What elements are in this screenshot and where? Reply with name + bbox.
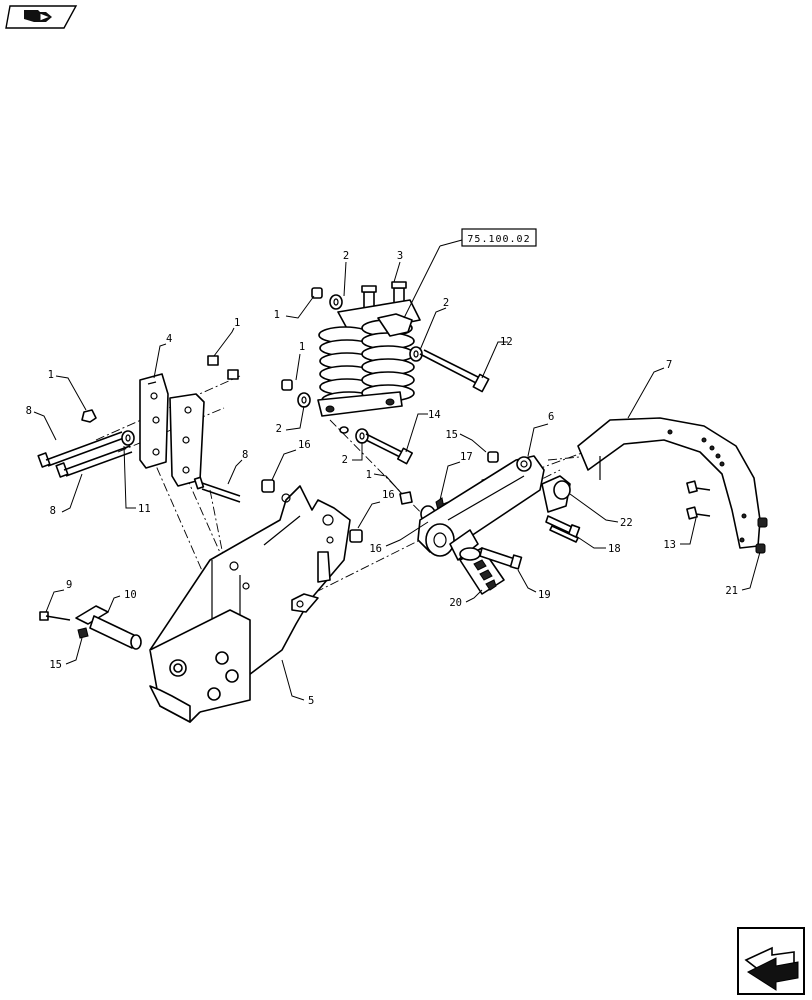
- pin-and-bolts: [459, 515, 581, 595]
- callout-16-left-bushing[interactable]: 16: [298, 439, 311, 451]
- callout-20-pin[interactable]: 20: [449, 597, 462, 609]
- callout-1-spring-nut[interactable]: 1: [274, 309, 280, 321]
- callout-10-pin[interactable]: 10: [124, 589, 137, 601]
- callout-22-bushing[interactable]: 22: [620, 517, 633, 529]
- forward-page-arrow-icon[interactable]: [5, 5, 78, 29]
- callout-21-nut[interactable]: 21: [725, 585, 738, 597]
- mounting-plates: [139, 373, 205, 487]
- callout-11-washer[interactable]: 11: [138, 503, 151, 515]
- callout-16-arm-bushing[interactable]: 16: [369, 543, 382, 555]
- callout-1-plate-nut[interactable]: 1: [234, 317, 240, 329]
- callout-5-main-bracket[interactable]: 5: [308, 695, 314, 707]
- callout-6-lever-arm[interactable]: 6: [548, 411, 554, 423]
- callout-14-bolt[interactable]: 14: [428, 409, 441, 421]
- callout-15-arm-nut[interactable]: 15: [445, 429, 458, 441]
- curved-arm: [577, 417, 768, 554]
- lever-arm: [417, 455, 571, 561]
- callout-2-upper-washer[interactable]: 2: [343, 250, 349, 262]
- callout-17-grease-fitting[interactable]: 17: [460, 451, 473, 463]
- callout-8-upper-bolt[interactable]: 8: [26, 405, 32, 417]
- callout-2-right-washer[interactable]: 2: [443, 297, 449, 309]
- callout-numbers: 1 2 3 2 12 1 2 14 2 1 4 1 8 8 11 8 16 16…: [26, 250, 738, 707]
- callout-12-long-bolt[interactable]: 12: [500, 336, 513, 348]
- next-page-arrow-icon[interactable]: [737, 927, 805, 995]
- left-fasteners: [37, 355, 241, 503]
- callout-2-bottom-washer[interactable]: 2: [342, 454, 348, 466]
- callout-16-right-bushing[interactable]: 16: [382, 489, 395, 501]
- callout-8-lower-bolt[interactable]: 8: [50, 505, 56, 517]
- callout-1-arm-nut[interactable]: 1: [366, 469, 372, 481]
- spring-fasteners: [281, 287, 490, 465]
- callout-leaders: [33, 261, 761, 701]
- callout-15-pin-nut[interactable]: 15: [49, 659, 62, 671]
- callout-3-spring[interactable]: 3: [397, 250, 403, 262]
- reference-label: 75.100.02: [467, 234, 530, 245]
- pin-assembly: [39, 605, 142, 650]
- callout-19-bolt[interactable]: 19: [538, 589, 551, 601]
- callout-4-plates[interactable]: 4: [166, 333, 172, 345]
- main-bracket: [149, 485, 351, 723]
- callout-7-curved-arm[interactable]: 7: [666, 359, 672, 371]
- callout-2-lower-washer[interactable]: 2: [276, 423, 282, 435]
- callout-1-left-nut[interactable]: 1: [48, 369, 54, 381]
- callout-1-lower-nut[interactable]: 1: [299, 341, 305, 353]
- reference-box[interactable]: 75.100.02: [403, 228, 537, 319]
- callout-13-bolt[interactable]: 13: [663, 539, 676, 551]
- spring-assembly: [317, 281, 421, 417]
- callout-9-bolt[interactable]: 9: [66, 579, 72, 591]
- callout-8-center-bolt[interactable]: 8: [242, 449, 248, 461]
- callout-18-bolt[interactable]: 18: [608, 543, 621, 555]
